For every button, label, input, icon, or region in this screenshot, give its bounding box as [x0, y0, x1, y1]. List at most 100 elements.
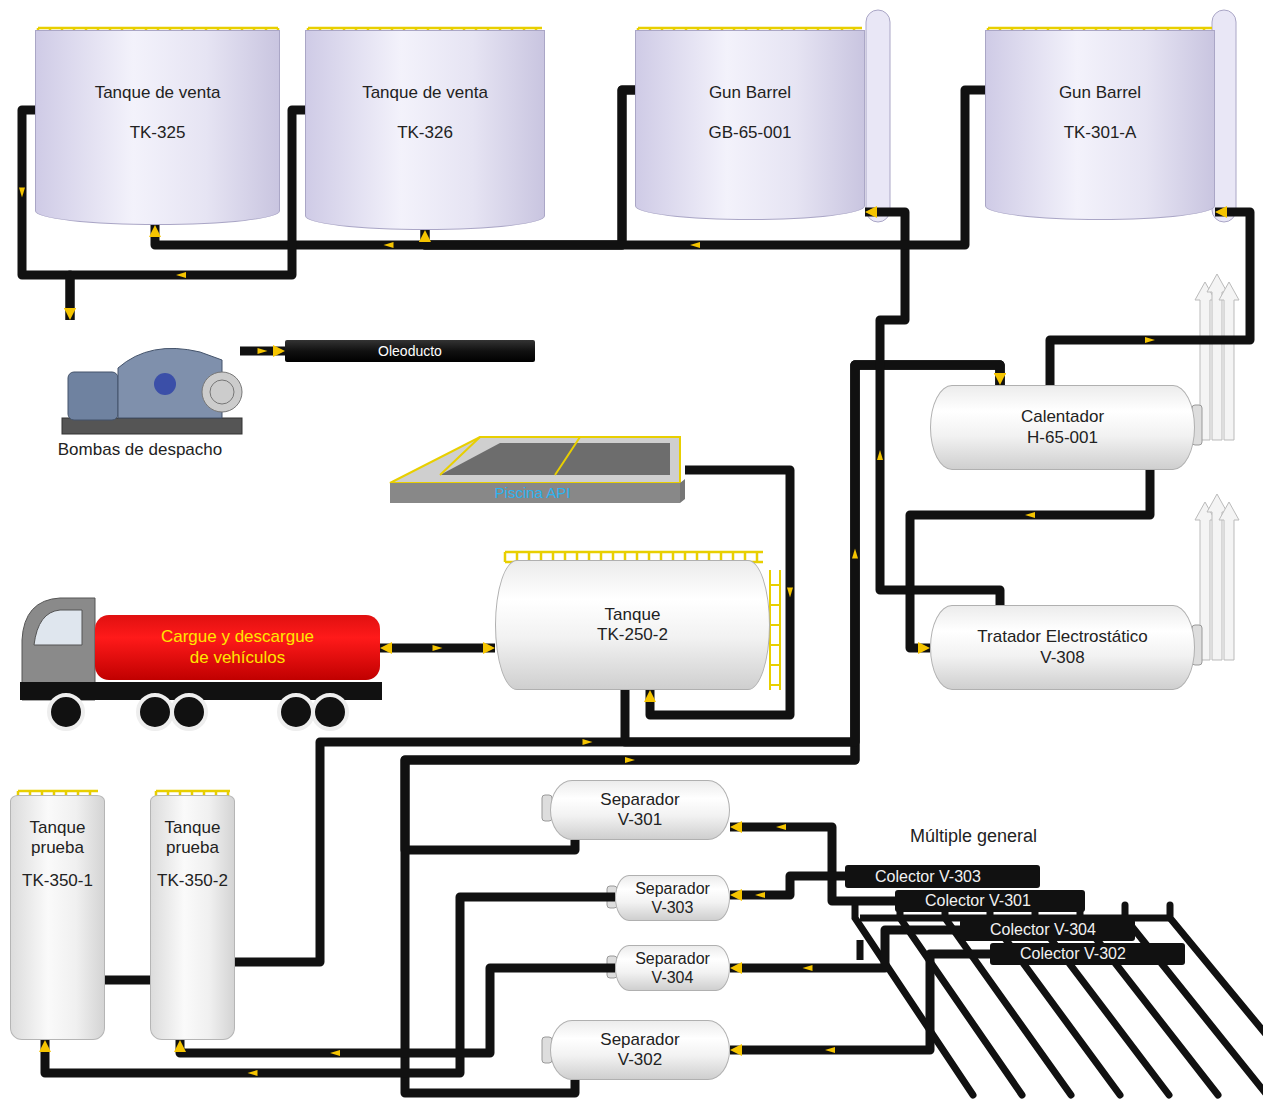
node-tag: V-302 — [618, 1050, 662, 1070]
flow-arrow — [248, 1070, 258, 1076]
truck-illustration — [20, 598, 382, 729]
vessel: TanqueTK-250-2 — [495, 560, 770, 690]
flow-arrow — [433, 645, 443, 651]
vessel: CalentadorH-65-001 — [930, 385, 1195, 470]
exhaust-stacks — [1195, 274, 1239, 660]
pipe-connector — [45, 897, 615, 1076]
node-title: Separador — [600, 790, 679, 810]
node-title: Colector V-302 — [1020, 946, 1126, 962]
node-title: Gun Barrel — [1059, 83, 1141, 103]
node-title: Tanque — [605, 605, 661, 625]
node-tag: V-301 — [618, 810, 662, 830]
pipe-line — [380, 644, 495, 653]
collector-header: Colector V-303 — [845, 865, 1040, 888]
pump-illustration — [62, 348, 242, 434]
pipeline: Oleoducto — [285, 340, 535, 362]
test-tank: Tanque pruebaTK-350-1 — [10, 795, 105, 1040]
storage-tank: Tanque de ventaTK-326 — [305, 30, 545, 230]
vessel: SeparadorV-302 — [550, 1020, 730, 1080]
node-title: Calentador — [1021, 407, 1104, 427]
flow-arrow — [877, 450, 883, 460]
flow-arrow — [258, 348, 268, 354]
pipe-line — [1050, 212, 1250, 385]
flow-arrow — [384, 242, 394, 248]
node-title: Colector V-301 — [925, 893, 1031, 909]
pipe-connector — [380, 645, 495, 651]
collector-header: Colector V-304 — [960, 919, 1135, 941]
node-title: Colector V-303 — [875, 869, 981, 885]
node-title: Separador — [600, 1030, 679, 1050]
flow-arrow — [787, 588, 793, 598]
pipe-line — [240, 347, 285, 356]
flow-arrow — [825, 1047, 835, 1053]
node-tag: TK-250-2 — [597, 625, 668, 645]
flow-arrow — [803, 965, 813, 971]
node-tag: TK-325 — [130, 123, 186, 143]
pipe-line — [730, 954, 990, 1050]
pipe-connector — [1050, 212, 1250, 385]
pipe-connector — [730, 954, 990, 1053]
pipe-line — [45, 897, 615, 1073]
node-title: Tratador Electrostático — [977, 627, 1147, 647]
collector-header: Colector V-302 — [990, 943, 1185, 965]
pipe-line — [730, 827, 895, 901]
stack — [1212, 10, 1236, 222]
node-title: Gun Barrel — [709, 83, 791, 103]
pipe-connector — [730, 876, 845, 898]
vessel: SeparadorV-303 — [615, 875, 730, 921]
flow-arrow — [330, 1050, 340, 1056]
vessel: SeparadorV-301 — [550, 780, 730, 840]
flow-arrow — [852, 549, 858, 559]
flow-arrow — [755, 892, 765, 898]
node-tag: V-308 — [1040, 648, 1084, 668]
node-title: Separador — [635, 949, 710, 968]
node-tag: TK-350-2 — [157, 871, 228, 891]
pipe-connector — [240, 348, 285, 354]
pipe-line — [730, 876, 845, 895]
node-tag: GB-65-001 — [708, 123, 791, 143]
stack — [866, 10, 890, 222]
vessel: Tratador ElectrostáticoV-308 — [930, 605, 1195, 690]
pipe-line — [180, 968, 615, 1053]
flow-arrow — [583, 739, 593, 745]
storage-tank: Tanque de ventaTK-325 — [35, 30, 280, 225]
flow-arrow — [625, 757, 635, 763]
test-tank: Tanque pruebaTK-350-2 — [150, 795, 235, 1040]
vessel: SeparadorV-304 — [615, 945, 730, 991]
pump: Bombas de despacho — [40, 320, 240, 460]
node-title: Tanque prueba — [154, 818, 231, 859]
node-title: Bombas de despacho — [58, 440, 222, 460]
api-pit: Piscina API — [380, 435, 685, 505]
node-title: Tanque de venta — [95, 83, 221, 103]
pipe-line — [105, 976, 150, 985]
pipe-connector — [730, 824, 895, 901]
flow-arrow — [176, 272, 186, 278]
collector-header: Colector V-301 — [895, 890, 1085, 912]
flow-arrow — [776, 824, 786, 830]
node-tag: TK-350-1 — [22, 871, 93, 891]
flanges — [542, 405, 1202, 1063]
flow-arrow — [1145, 337, 1155, 343]
flow-arrow — [19, 188, 25, 198]
node-title: Separador — [635, 879, 710, 898]
pipe-connector — [105, 980, 150, 981]
storage-tank: Gun BarrelGB-65-001 — [635, 30, 865, 220]
node-title: Tanque prueba — [14, 818, 101, 859]
flow-arrow — [690, 242, 700, 248]
tank-truck: Cargue y descargue de vehículos — [95, 615, 380, 680]
node-tag: TK-301-A — [1064, 123, 1137, 143]
manifold-leg — [1125, 905, 1263, 1095]
node-tag: TK-326 — [397, 123, 453, 143]
node-title: Tanque de venta — [362, 83, 488, 103]
flow-arrow — [1025, 512, 1035, 518]
group-label: Múltiple general — [910, 826, 1037, 847]
node-title: Cargue y descargue de vehículos — [150, 627, 325, 668]
node-tag: V-303 — [652, 898, 694, 917]
node-tag: V-304 — [652, 968, 694, 987]
node-tag: H-65-001 — [1027, 428, 1098, 448]
node-title: Oleoducto — [378, 343, 442, 360]
node-title: Colector V-304 — [990, 922, 1096, 938]
storage-tank: Gun BarrelTK-301-A — [985, 30, 1215, 220]
node-title: Piscina API — [495, 484, 571, 502]
